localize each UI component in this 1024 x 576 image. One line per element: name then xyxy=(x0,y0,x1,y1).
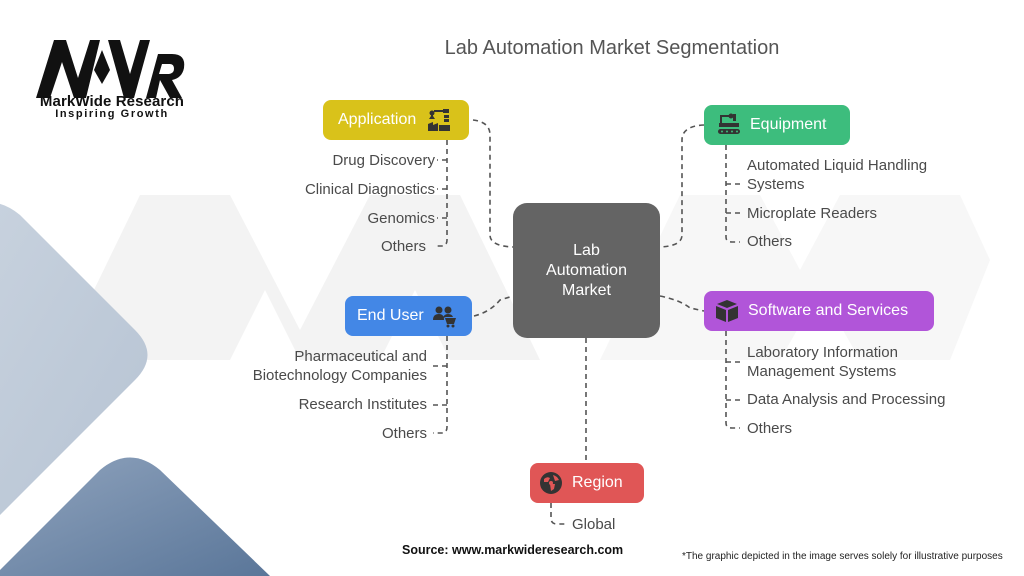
equipment-item: Automated Liquid Handling Systems xyxy=(747,156,927,194)
disclaimer-text: *The graphic depicted in the image serve… xyxy=(682,551,1003,562)
segment-node-equipment: Equipment xyxy=(704,105,850,145)
connector-end-user xyxy=(473,295,514,317)
end-user-item: Pharmaceutical and Biotechnology Compani… xyxy=(253,347,427,385)
application-item: Others xyxy=(380,238,426,255)
segment-label: End User xyxy=(357,307,424,324)
segment-label: Application xyxy=(338,111,417,128)
diagram-title: Lab Automation Market Segmentation xyxy=(444,37,780,59)
users-cart-icon xyxy=(432,303,458,329)
conveyor-robot-icon xyxy=(716,112,742,138)
segment-label: Equipment xyxy=(750,116,827,133)
brand-name: MarkWide Research xyxy=(39,93,185,110)
tree-software xyxy=(725,331,740,429)
software-item-line: Management Systems xyxy=(747,363,897,380)
decor-shape-dark xyxy=(0,457,270,576)
tree-application xyxy=(437,140,448,247)
brand-tagline: Inspiring Growth xyxy=(55,108,169,120)
center-label-line1: Lab xyxy=(573,241,600,259)
software-item: Laboratory Information Management System… xyxy=(747,343,898,381)
software-item: Data Analysis and Processing xyxy=(747,391,946,408)
connector-software xyxy=(659,295,705,312)
equipment-item: Others xyxy=(747,233,793,250)
segment-label: Software and Services xyxy=(748,302,909,319)
end-user-item: Others xyxy=(381,425,427,442)
segment-label: Region xyxy=(572,474,623,491)
tree-equipment xyxy=(725,145,740,243)
application-item: Genomics xyxy=(367,210,435,227)
end-user-item: Research Institutes xyxy=(298,396,427,413)
application-item: Clinical Diagnostics xyxy=(304,181,435,198)
software-item-line: Laboratory Information xyxy=(747,344,898,361)
source-text: Source: www.markwideresearch.com xyxy=(402,543,624,557)
connector-application xyxy=(472,119,514,248)
tree-end-user xyxy=(433,336,448,434)
robot-arm-factory-icon xyxy=(426,107,452,133)
center-label-line3: Market xyxy=(562,281,611,299)
center-node: Lab Automation Market xyxy=(513,203,660,338)
segment-node-software-services: Software and Services xyxy=(704,291,934,331)
markwide-logo-icon xyxy=(36,40,185,98)
decor-shape-light xyxy=(0,203,148,515)
equipment-item: Microplate Readers xyxy=(747,205,878,222)
box-icon xyxy=(714,298,740,324)
connector-equipment xyxy=(659,124,705,248)
tree-region xyxy=(550,503,565,525)
segment-node-application: Application xyxy=(323,100,469,140)
center-label-line2: Automation xyxy=(546,261,627,279)
segment-node-region: Region xyxy=(530,463,644,503)
software-item: Others xyxy=(747,420,793,437)
end-user-item-line: Pharmaceutical and xyxy=(294,348,427,365)
region-item: Global xyxy=(572,516,616,533)
segment-node-end-user: End User xyxy=(345,296,472,336)
end-user-item-line: Biotechnology Companies xyxy=(252,367,427,384)
globe-icon xyxy=(538,470,564,496)
equipment-item-line: Automated Liquid Handling xyxy=(747,157,928,174)
equipment-item-line: Systems xyxy=(747,176,805,193)
application-item: Drug Discovery xyxy=(332,152,435,169)
